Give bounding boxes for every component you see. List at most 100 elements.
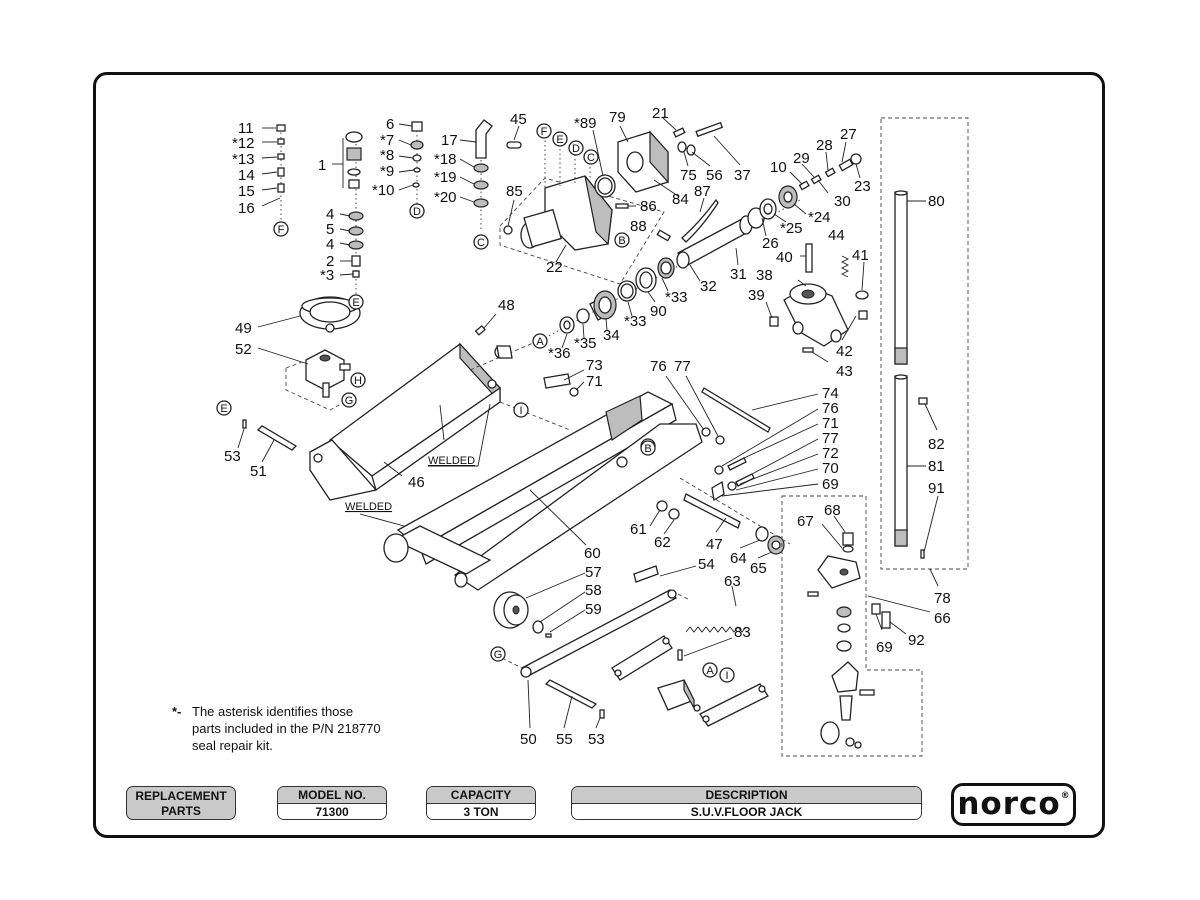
- callout: 59: [585, 601, 602, 618]
- callout: 28: [816, 137, 833, 154]
- part-handle-assembly: [880, 117, 969, 587]
- ref-letter-g2: G: [494, 649, 503, 661]
- callout: 41: [852, 247, 869, 264]
- registered-mark: ®: [1060, 791, 1070, 801]
- replacement-parts-box: REPLACEMENT PARTS: [126, 786, 236, 820]
- capacity-box: CAPACITY 3 TON: [426, 786, 536, 820]
- ref-letter-c2: C: [587, 152, 595, 164]
- part-group-left: [237, 296, 361, 463]
- callout: *12: [232, 135, 255, 152]
- callout: 5: [326, 221, 334, 238]
- callout: 50: [520, 731, 537, 748]
- ref-letter-b1: B: [618, 235, 625, 247]
- ref-letter-g1: G: [345, 395, 354, 407]
- callout: 45: [510, 111, 527, 128]
- callout: 57: [585, 564, 602, 581]
- drawing-frame: [93, 72, 1105, 838]
- callout: 47: [706, 536, 723, 553]
- model-number-header: MODEL NO.: [278, 787, 386, 804]
- callout: 52: [235, 341, 252, 358]
- callout: *35: [574, 335, 597, 352]
- callout: 82: [928, 436, 945, 453]
- note-text: The asterisk identifies those parts incl…: [192, 704, 381, 753]
- callout: 53: [588, 731, 605, 748]
- callout: 11: [238, 120, 254, 137]
- callout: 71: [822, 415, 839, 432]
- norco-logo: norco®: [951, 783, 1076, 826]
- callout: 21: [652, 105, 669, 122]
- part-group-right-pins: [649, 375, 819, 559]
- capacity-value: 3 TON: [427, 804, 535, 819]
- callout: 42: [836, 343, 853, 360]
- callout: 4: [326, 206, 334, 223]
- callout: 62: [654, 534, 671, 551]
- callout: *7: [380, 132, 394, 149]
- description-header: DESCRIPTION: [572, 787, 921, 804]
- part-front-roller: [493, 572, 586, 638]
- callout: 70: [822, 460, 839, 477]
- callout: *89: [574, 115, 597, 132]
- callout: 63: [724, 573, 741, 590]
- callout: *8: [380, 147, 394, 164]
- part-group-ram-seals: [759, 141, 862, 237]
- callout: *20: [434, 189, 457, 206]
- callout: 56: [706, 167, 723, 184]
- callout: *18: [434, 151, 457, 168]
- callout: 34: [603, 327, 620, 344]
- ref-letter-f1: F: [278, 224, 285, 236]
- model-number-value: 71300: [278, 804, 386, 819]
- callout: 61: [630, 521, 647, 538]
- callout: 22: [546, 259, 563, 276]
- callout: 58: [585, 582, 602, 599]
- callout: 2: [326, 253, 334, 270]
- ref-letter-i1: I: [519, 405, 522, 417]
- callout: *36: [548, 345, 571, 362]
- part-group-seal-column: [261, 124, 286, 222]
- callout: 86: [640, 198, 657, 215]
- callout: 81: [928, 458, 945, 475]
- part-lift-arm: [359, 345, 703, 591]
- seal-kit-note: *- The asterisk identifies those parts i…: [172, 703, 422, 754]
- callout: 75: [680, 167, 697, 184]
- callout: 68: [824, 502, 841, 519]
- ref-letter-i2: I: [725, 670, 728, 682]
- callout: 26: [762, 235, 779, 252]
- callout: 71: [586, 373, 603, 390]
- callout: 32: [700, 278, 717, 295]
- callout: 16: [238, 200, 255, 217]
- part-bottom-linkage: [501, 565, 769, 729]
- ref-letter-f2: F: [541, 126, 548, 138]
- callout: *25: [780, 220, 803, 237]
- ref-letter-h1: H: [354, 375, 362, 387]
- callout: 90: [650, 303, 667, 320]
- callout: 91: [928, 480, 945, 497]
- ref-letter-c1: C: [477, 237, 485, 249]
- part-pump-body: [499, 125, 665, 285]
- callout: 64: [730, 550, 747, 567]
- part-reservoir: [592, 117, 741, 198]
- ref-letter-e2: E: [220, 403, 227, 415]
- callout: 69: [822, 476, 839, 493]
- callout: 49: [235, 320, 252, 337]
- callout: 1: [318, 157, 326, 174]
- callout: 85: [506, 183, 523, 200]
- callout: 30: [834, 193, 851, 210]
- callout: 69: [876, 639, 893, 656]
- callout: 79: [609, 109, 626, 126]
- callout: 66: [934, 610, 951, 627]
- callout: *9: [380, 163, 394, 180]
- callout-numbers: 11 *12 *13 14 15 16 1 6 *7 *8 *9 *10 4 5…: [224, 105, 951, 748]
- ref-letter-a2: A: [706, 665, 714, 677]
- part-caster-assembly: [781, 495, 931, 757]
- callout: 27: [840, 126, 857, 143]
- callout: 31: [730, 266, 747, 283]
- ref-letter-e1: E: [352, 297, 359, 309]
- reference-circles: F E D C B A I H G E D C B A I G F E: [216, 123, 735, 683]
- callout: 44: [828, 227, 845, 244]
- description-value: S.U.V.FLOOR JACK: [572, 804, 921, 819]
- callout: 88: [630, 218, 647, 235]
- callout: 83: [734, 624, 751, 641]
- callout: 29: [793, 150, 810, 167]
- callout: 17: [441, 132, 458, 149]
